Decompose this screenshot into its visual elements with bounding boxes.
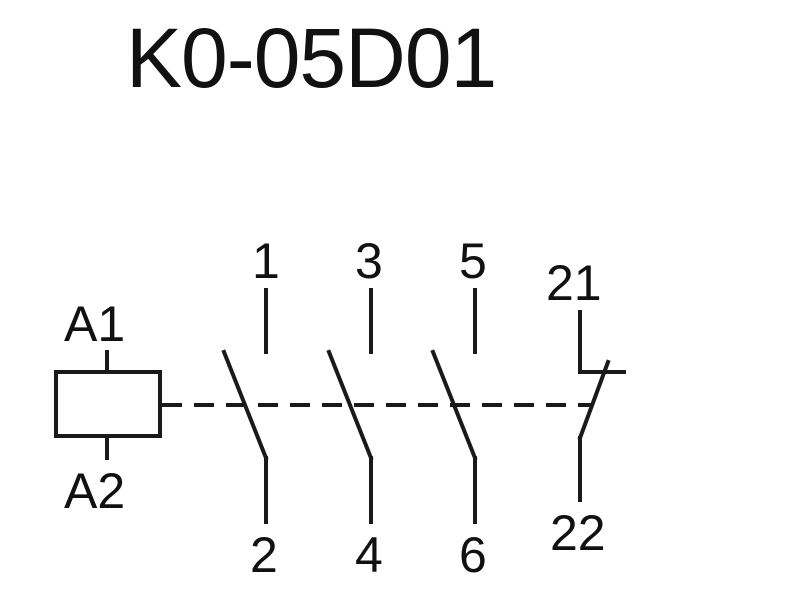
contact-label-1: 1 — [252, 233, 280, 289]
contact-label-3: 3 — [355, 233, 383, 289]
contact-3-blade — [326, 349, 374, 461]
contact-no-1-2: 1 2 — [221, 233, 280, 583]
contact-label-6: 6 — [459, 527, 487, 583]
contact-label-5: 5 — [459, 233, 487, 289]
coil-label-a2: A2 — [64, 463, 125, 519]
contact-label-21: 21 — [546, 255, 602, 311]
coil-label-a1: A1 — [64, 296, 125, 352]
contact-no-5-6: 5 6 — [430, 233, 487, 583]
contact-label-2: 2 — [250, 527, 278, 583]
contact-5-blade — [430, 349, 478, 461]
coil: A1 A2 — [54, 296, 162, 519]
contact-1-blade — [221, 349, 269, 461]
contact-label-22: 22 — [550, 505, 606, 561]
contact-label-4: 4 — [355, 527, 383, 583]
coil-body — [54, 370, 162, 438]
contact-no-3-4: 3 4 — [326, 233, 383, 583]
contact-21-blade — [577, 359, 611, 441]
contact-nc-21-22: 21 22 — [546, 255, 626, 561]
diagram-title: K0-05D01 — [126, 11, 497, 105]
